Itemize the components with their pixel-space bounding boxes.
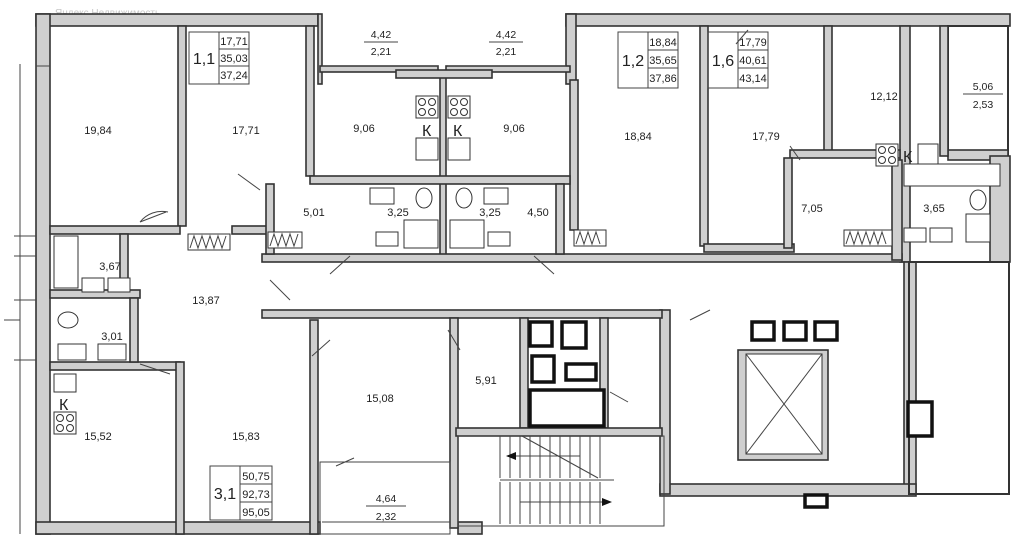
apartment-total-area: 35,03 <box>220 53 248 65</box>
room-area-label: 3,67 <box>99 261 120 273</box>
apartment-number: 1,6 <box>712 53 734 70</box>
room-area-label: 17,79 <box>752 131 780 143</box>
sink-icon <box>97 343 127 361</box>
apartment-total-with-balcony: 37,86 <box>649 73 677 85</box>
kitchen-mark: К <box>422 123 432 140</box>
balcony-reduced-area-label: 2,21 <box>496 46 517 58</box>
apartment-living-area: 17,71 <box>220 36 248 48</box>
kitchen-marks: К К К К <box>59 123 913 414</box>
toilet-icon <box>415 187 433 209</box>
sink-icon <box>81 277 105 293</box>
room-area-label: 5,91 <box>475 375 496 387</box>
apartment-living-area: 18,84 <box>649 37 677 49</box>
apartment-number: 3,1 <box>214 486 236 503</box>
kitchen-mark: К <box>59 397 69 414</box>
sink-icon <box>483 187 509 205</box>
apartment-info-3-1: 3,1 50,75 92,73 95,05 <box>209 465 273 521</box>
balcony-outlines <box>319 65 1010 535</box>
sink-icon <box>447 137 471 161</box>
room-area-label: 15,08 <box>366 393 394 405</box>
room-area-label: 4,50 <box>527 207 548 219</box>
sink-icon <box>57 343 87 361</box>
balcony-reduced-area-label: 2,53 <box>973 99 994 111</box>
room-area-label: 3,25 <box>387 207 408 219</box>
apartment-total-with-balcony: 37,24 <box>220 70 248 82</box>
apartment-number: 1,1 <box>193 51 215 68</box>
stair-arrow-up <box>520 498 612 506</box>
stair-treads <box>499 435 614 524</box>
apartment-number: 1,2 <box>622 53 644 70</box>
apartment-info-1-1: 1,1 17,71 35,03 37,24 <box>188 31 250 85</box>
room-area-label: 7,05 <box>801 203 822 215</box>
sink-icon <box>53 373 77 393</box>
apartment-info-1-2: 1,2 18,84 35,65 37,86 <box>617 31 679 89</box>
apartment-total-with-balcony: 43,14 <box>739 73 767 85</box>
balcony-area-label: 4,42 <box>496 29 517 41</box>
bathtub-icon <box>53 235 79 289</box>
balcony-area-label: 5,06 <box>973 81 994 93</box>
sink-icon <box>107 277 131 293</box>
room-area-label: 5,01 <box>303 207 324 219</box>
toilet-icon <box>57 311 79 329</box>
toilet-icon <box>455 187 473 209</box>
room-area-label: 3,65 <box>923 203 944 215</box>
kitchen-fixtures <box>53 95 939 435</box>
kitchen-mark: К <box>453 123 463 140</box>
sink-icon <box>917 143 939 165</box>
sink-icon <box>487 231 511 247</box>
toilet-icon <box>969 189 987 211</box>
apartment-total-area: 40,61 <box>739 55 767 67</box>
elevator-shaft <box>737 320 839 509</box>
balcony-reduced-area-label: 2,32 <box>376 511 397 523</box>
balcony-reduced-area-label: 2,21 <box>371 46 392 58</box>
stove-icon <box>875 143 899 167</box>
balcony-labels: 4,42 2,21 4,42 2,21 5,06 2,53 4,64 2,32 <box>364 29 1003 523</box>
stairwell <box>457 435 665 527</box>
room-area-label: 18,84 <box>624 131 652 143</box>
room-area-label: 19,84 <box>84 125 112 137</box>
stove-icon <box>53 411 77 435</box>
bathroom-fixtures <box>53 163 1001 361</box>
room-area-label: 15,83 <box>232 431 260 443</box>
sink-icon <box>929 227 953 243</box>
shower-icon <box>965 213 991 243</box>
stove-icon <box>415 95 439 119</box>
apartment-living-area: 50,75 <box>242 471 270 483</box>
room-labels: 19,84 17,71 9,06 9,06 18,84 17,79 12,12 … <box>84 91 944 443</box>
apartment-living-area: 17,79 <box>739 37 767 49</box>
shower-icon <box>403 219 439 249</box>
kitchen-mark: К <box>903 149 913 166</box>
vent-shafts <box>528 320 934 438</box>
radiators <box>187 229 893 251</box>
room-area-label: 3,25 <box>479 207 500 219</box>
apartment-total-with-balcony: 95,05 <box>242 507 270 519</box>
room-area-label: 13,87 <box>192 295 220 307</box>
room-area-label: 12,12 <box>870 91 898 103</box>
room-area-label: 9,06 <box>503 123 524 135</box>
stove-icon <box>447 95 471 119</box>
shower-icon <box>449 219 485 249</box>
sink-icon <box>375 231 399 247</box>
apartment-total-area: 35,65 <box>649 55 677 67</box>
interior-walls <box>49 25 949 535</box>
stair-arrow-down <box>506 452 580 460</box>
balcony-area-label: 4,64 <box>376 493 397 505</box>
sink-icon <box>369 187 395 205</box>
room-area-label: 9,06 <box>353 123 374 135</box>
room-area-label: 17,71 <box>232 125 260 137</box>
room-area-label: 15,52 <box>84 431 112 443</box>
apartment-info-1-6: 1,6 17,79 40,61 43,14 <box>707 31 769 89</box>
doors <box>139 29 801 467</box>
sink-icon <box>415 137 439 161</box>
sink-icon <box>903 227 927 243</box>
apartment-total-area: 92,73 <box>242 489 270 501</box>
balcony-area-label: 4,42 <box>371 29 392 41</box>
room-area-label: 3,01 <box>101 331 122 343</box>
exterior-markers <box>4 64 50 534</box>
